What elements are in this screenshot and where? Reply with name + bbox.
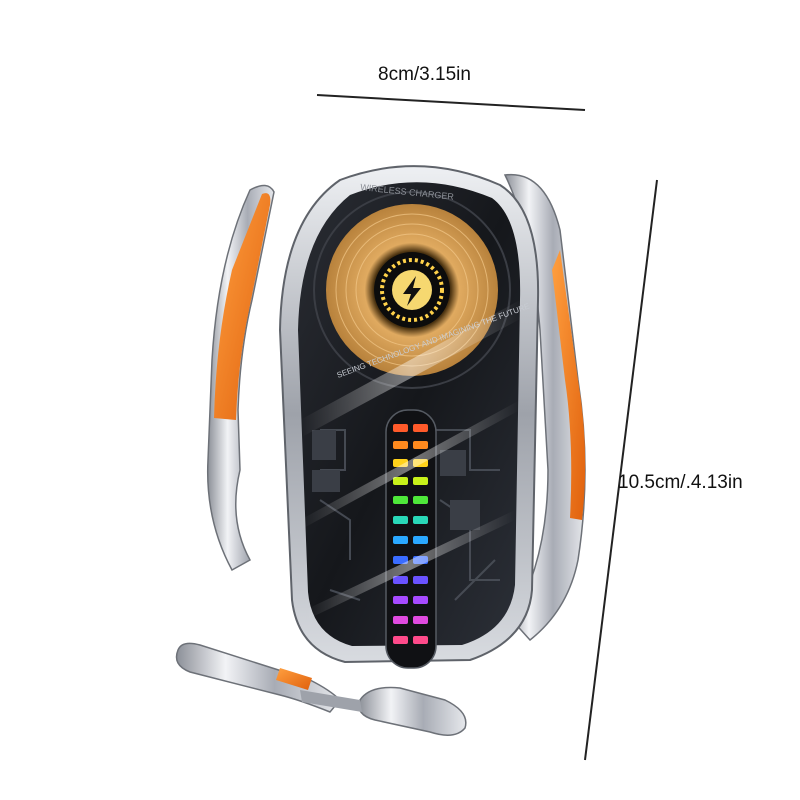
width-dimension-line bbox=[316, 94, 586, 111]
bottom-support-feet bbox=[175, 642, 467, 736]
lightning-bolt-icon bbox=[403, 276, 421, 306]
led-indicator-column bbox=[385, 409, 437, 669]
width-dimension-label: 8cm/3.15in bbox=[378, 64, 471, 85]
height-dimension-label: 10.5cm/.4.13in bbox=[618, 472, 743, 493]
height-dimension-line bbox=[584, 179, 658, 761]
glass-reflection bbox=[300, 300, 522, 620]
left-clamp-arm bbox=[206, 184, 275, 572]
